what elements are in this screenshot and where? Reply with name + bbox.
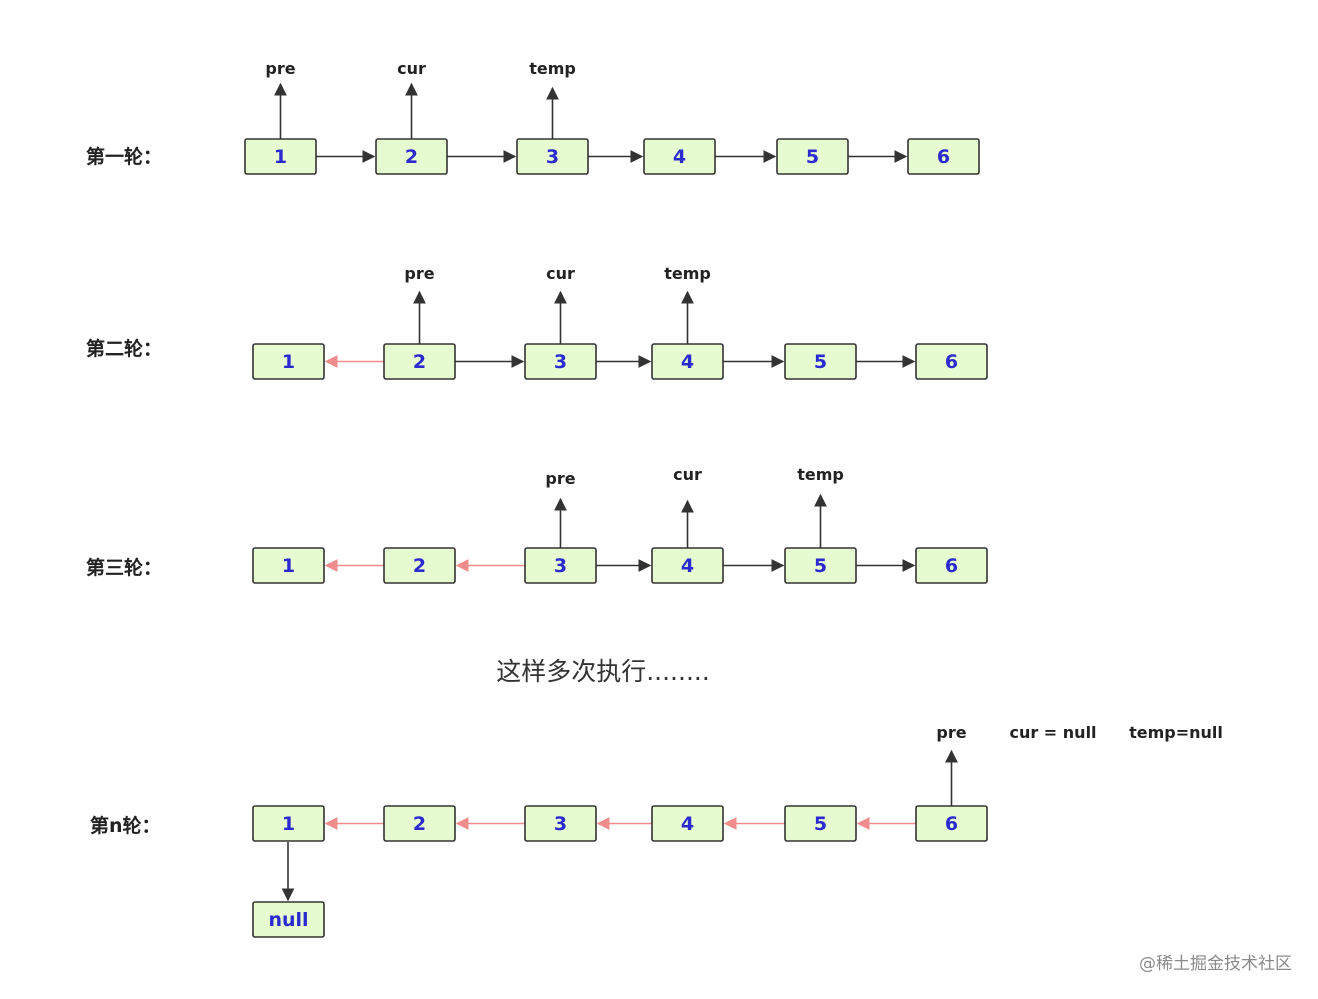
list-node: 2	[383, 547, 456, 584]
null-node: null	[252, 842, 325, 938]
pointer-label: pre	[545, 469, 575, 488]
list-node-value: 3	[554, 351, 567, 373]
list-node-value: 1	[274, 146, 287, 168]
list-node-value: 4	[681, 813, 694, 835]
list-node: 4	[651, 343, 724, 380]
list-node-box	[643, 138, 716, 175]
list-node-value: 6	[945, 813, 958, 835]
list-node-box	[651, 805, 724, 842]
pointer-cur: cur	[673, 465, 702, 548]
pointer-temp: temp	[797, 465, 844, 548]
list-node-value: 2	[413, 555, 426, 577]
pointer-temp: temp	[664, 264, 711, 344]
list-node: 5	[776, 138, 849, 175]
pointer-label: pre	[936, 723, 966, 742]
rounds-layer: 1 2 3 4 5 6 pre cur temp 1 2 3 4 5 6 pre cur temp 1 2 3 4 5 6 pr…	[244, 59, 988, 842]
round-2-list: 1 2 3 4 5 6 pre cur temp	[252, 264, 988, 380]
list-node: 2	[383, 343, 456, 380]
watermark: @稀土掘金技术社区	[1139, 954, 1292, 974]
round-2-label: 第二轮：	[86, 337, 162, 360]
list-node: 2	[375, 138, 448, 175]
pointer-cur: cur	[397, 59, 426, 139]
list-node-value: 6	[945, 351, 958, 373]
list-node: 6	[915, 805, 988, 842]
pointer-label: pre	[404, 264, 434, 283]
round-n-label: 第n轮：	[90, 814, 161, 837]
list-node: 3	[516, 138, 589, 175]
list-node: 4	[643, 138, 716, 175]
list-node-box	[383, 547, 456, 584]
list-node: 3	[524, 547, 597, 584]
list-node-value: 4	[673, 146, 686, 168]
list-node: 3	[524, 805, 597, 842]
list-node-value: 4	[681, 555, 694, 577]
list-node-box	[784, 805, 857, 842]
list-node: 5	[784, 805, 857, 842]
list-node: 6	[915, 343, 988, 380]
list-node-value: 6	[937, 146, 950, 168]
round-1-list: 1 2 3 4 5 6 pre cur temp	[244, 59, 980, 175]
pointer-label: temp	[664, 264, 711, 283]
repeat-caption: 这样多次执行........	[496, 657, 710, 686]
pointer-label: temp	[797, 465, 844, 484]
list-node: 1	[252, 805, 325, 842]
null-node-box	[252, 901, 325, 938]
list-node-value: 4	[681, 351, 694, 373]
round-4-list: 1 2 3 4 5 6 pre	[252, 723, 988, 842]
list-node-value: 2	[413, 351, 426, 373]
list-node-box	[915, 547, 988, 584]
list-node-box	[776, 138, 849, 175]
list-node: 4	[651, 805, 724, 842]
pointer-pre: pre	[936, 723, 967, 806]
list-node-box	[252, 547, 325, 584]
list-node: 2	[383, 805, 456, 842]
pointer-label: temp	[529, 59, 576, 78]
pointer-pre: pre	[404, 264, 435, 344]
list-node: 1	[244, 138, 317, 175]
pointer-label: cur	[397, 59, 426, 78]
round-3-list: 1 2 3 4 5 6 pre cur temp	[252, 465, 988, 584]
list-node-box	[252, 805, 325, 842]
list-node: 4	[651, 547, 724, 584]
list-node-box	[524, 805, 597, 842]
list-node: 1	[252, 343, 325, 380]
list-node: 6	[907, 138, 980, 175]
pointer-label: cur	[546, 264, 575, 283]
round-3-label: 第三轮：	[86, 556, 162, 579]
list-node-value: 3	[554, 813, 567, 835]
list-node: 5	[784, 343, 857, 380]
list-node-value: 2	[413, 813, 426, 835]
list-node-value: 5	[814, 813, 827, 835]
list-node: 3	[524, 343, 597, 380]
list-node-box	[915, 343, 988, 380]
list-node-box	[252, 343, 325, 380]
list-node: 5	[784, 547, 857, 584]
pointer-pre: pre	[265, 59, 296, 139]
list-node-value: 3	[546, 146, 559, 168]
null-node-label: null	[268, 909, 308, 931]
list-node: 1	[252, 547, 325, 584]
list-node-value: 6	[945, 555, 958, 577]
list-node-value: 5	[806, 146, 819, 168]
list-node-box	[383, 805, 456, 842]
round-1-label: 第一轮：	[86, 145, 162, 168]
list-node-value: 1	[282, 351, 295, 373]
cur-null-label: cur = null	[1009, 723, 1096, 742]
pointer-label: pre	[265, 59, 295, 78]
pointer-temp: temp	[529, 59, 576, 139]
list-node-value: 5	[814, 351, 827, 373]
pointer-label: cur	[673, 465, 702, 484]
list-node-value: 1	[282, 813, 295, 835]
pointer-cur: cur	[546, 264, 575, 344]
pointer-pre: pre	[545, 469, 576, 548]
list-node-value: 2	[405, 146, 418, 168]
list-node-box	[784, 343, 857, 380]
temp-null-label: temp=null	[1129, 723, 1223, 742]
list-node-box	[907, 138, 980, 175]
list-node-value: 3	[554, 555, 567, 577]
list-node-value: 5	[814, 555, 827, 577]
list-node-value: 1	[282, 555, 295, 577]
list-node: 6	[915, 547, 988, 584]
